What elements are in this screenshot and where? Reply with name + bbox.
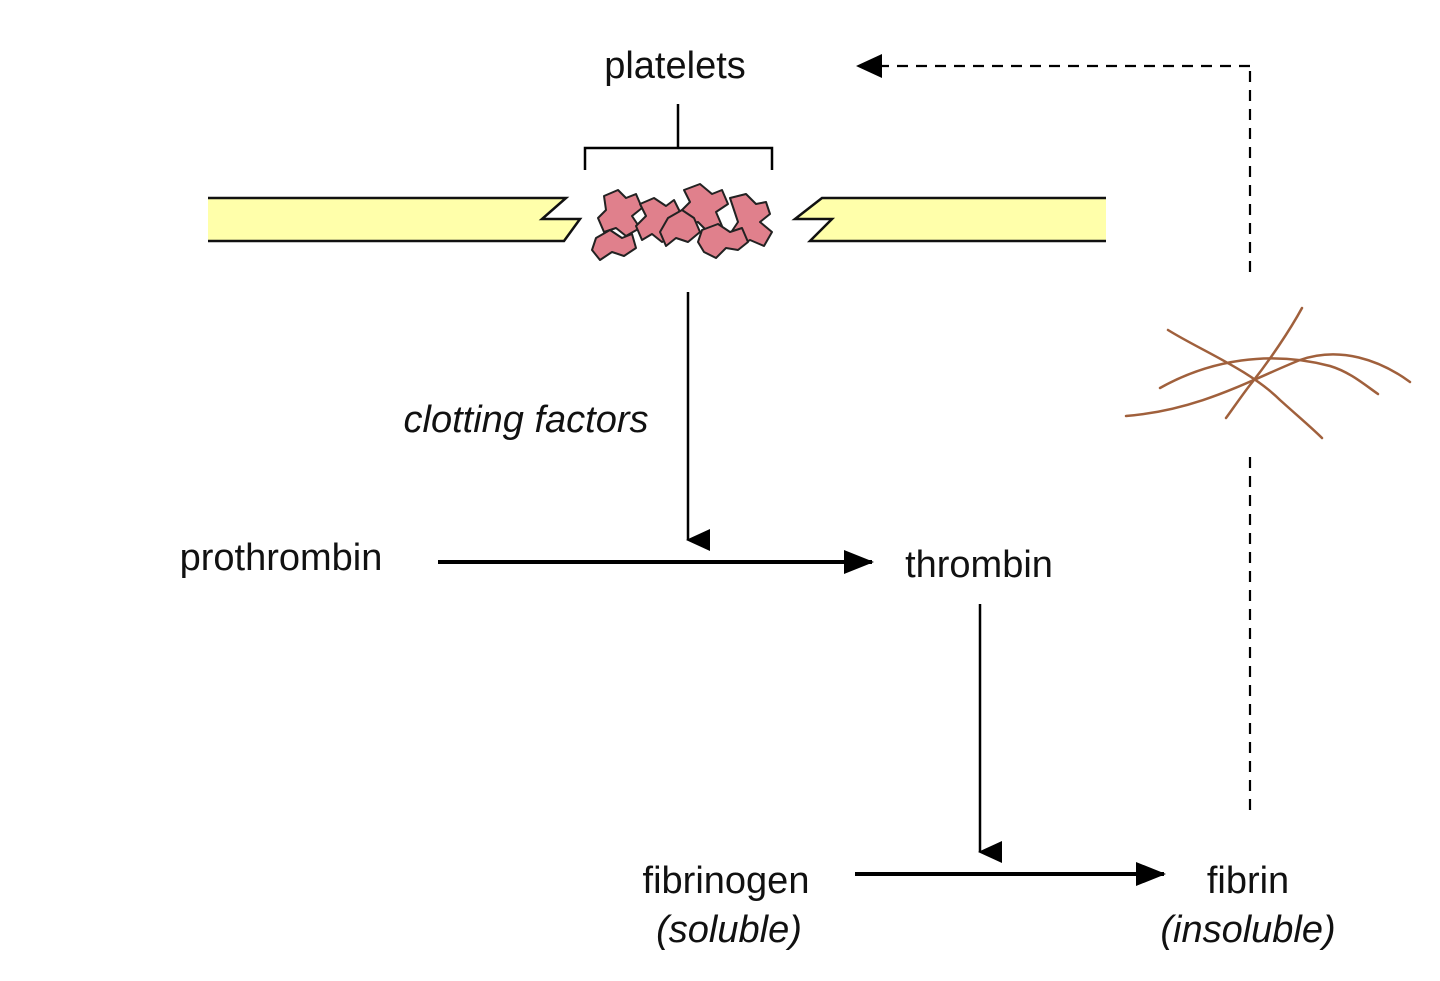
fibrinogen-solubility-note: (soluble) [656,909,802,951]
fibrin-strand [1166,328,1324,440]
fibrinogen-label: fibrinogen [643,860,810,902]
platelet [591,229,637,261]
vessel-left-outline [208,196,583,243]
platelet-cluster-icon [591,183,773,261]
platelet [597,189,643,237]
platelet [697,223,749,259]
fibrin-strand [1158,357,1380,396]
fibrin-strand [1224,306,1304,420]
platelets-label: platelets [604,45,746,87]
vessel-right-segment [795,198,1106,241]
platelets-bracket [583,104,774,170]
fibrin-mesh-icon [1124,306,1412,440]
clotting-factors-label: clotting factors [404,399,649,441]
thrombin-label: thrombin [905,544,1053,586]
platelet [659,209,701,247]
vessel-left-segment [208,198,580,241]
blood-vessel-wall-icon [208,196,1106,243]
fibrin-label: fibrin [1207,860,1289,902]
fibrin-feedback-arrow [870,60,1252,810]
fibrin-solubility-note: (insoluble) [1160,909,1335,951]
feedback-arrowhead [856,54,882,78]
prothrombin-label: prothrombin [180,537,383,579]
vessel-right-outline [791,196,1106,243]
